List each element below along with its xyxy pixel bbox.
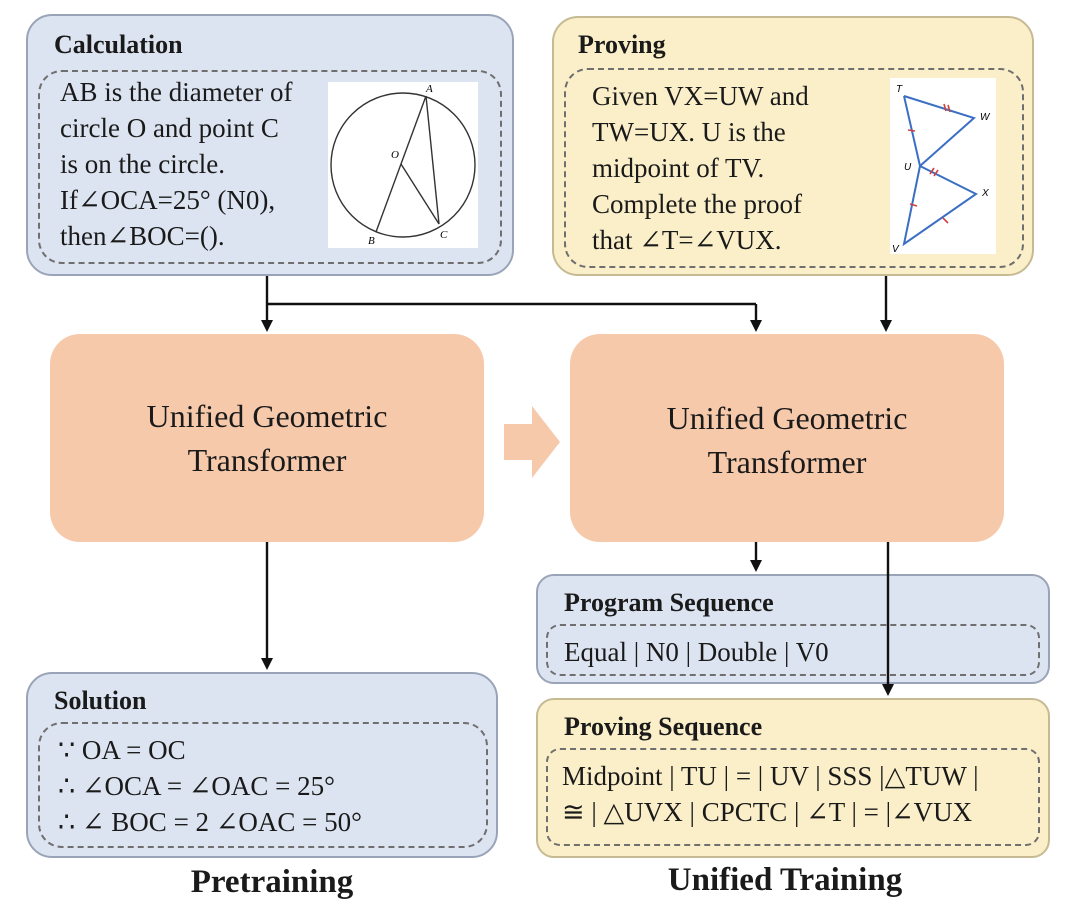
solution-title: Solution [54,686,147,715]
proving-panel: Proving Given VX=UW and TW=UX. U is the … [552,16,1034,276]
triangle-figure: T W U X V [890,78,996,255]
unified-training-caption: Unified Training [667,862,903,898]
proving-sequence-panel: Proving Sequence Midpoint | TU | = | UV … [536,698,1050,858]
arrowhead-proving [880,320,892,332]
arrowhead-calc [261,320,273,332]
proving-line-5: that ∠T=∠VUX. [592,225,782,255]
point-o-label: O [391,149,399,161]
point-b-label: B [368,235,375,247]
solution-dashed-box [38,722,488,848]
proving-line-3: midpoint of TV. [592,153,765,183]
arrowhead-solution [261,658,273,670]
program-sequence-panel: Program Sequence Equal | N0 | Double | V… [536,574,1050,684]
point-v-label: V [892,244,900,254]
unified-model-box: Unified Geometric Transformer [570,334,1004,542]
solution-line-2: ∴ ∠OCA = ∠OAC = 25° [58,771,335,801]
solution-line-3: ∴ ∠ BOC = 2 ∠OAC = 50° [58,807,362,837]
solution-line-1: ∵ OA = OC [58,735,186,765]
program-sequence-dashed-box [546,624,1040,676]
calculation-panel: Calculation AB is the diameter of circle… [26,14,514,276]
proving-line-1: Given VX=UW and [592,81,809,111]
pretraining-caption: Pretraining [190,864,354,900]
point-w-label: W [980,112,991,123]
calculation-line-4: If∠OCA=25° (N0), [60,185,276,215]
proving-title: Proving [578,30,666,59]
calculation-line-2: circle O and point C [60,113,279,143]
arrowhead-program [750,560,762,572]
solution-panel: Solution ∵ OA = OC ∴ ∠OCA = ∠OAC = 25° ∴… [26,672,498,858]
calculation-line-5: then∠BOC=(). [60,221,225,251]
transfer-arrow [504,406,560,478]
proving-sequence-line-1: Midpoint | TU | = | UV | SSS |△TUW | [562,761,979,791]
calculation-line-3: is on the circle. [60,149,225,179]
calculation-dashed-box [38,70,502,264]
proving-sequence-dashed-box [546,748,1040,846]
point-x-label: X [981,188,989,199]
pretraining-model-line-2: Transformer [187,442,347,478]
point-t-label: T [896,84,903,95]
pretraining-model-box: Unified Geometric Transformer [50,334,484,542]
proving-sequence-line-2: ≅ | △UVX | CPCTC | ∠T | = |∠VUX [562,797,973,827]
circle-figure: A O B C [328,82,478,248]
arrowhead-branch [750,320,762,332]
point-u-label: U [904,162,912,173]
unified-model-line-1: Unified Geometric [666,400,908,436]
program-sequence-title: Program Sequence [564,588,774,617]
proving-line-2: TW=UX. U is the [592,117,786,147]
calculation-title: Calculation [54,30,183,59]
program-sequence-text: Equal | N0 | Double | V0 [564,637,829,667]
proving-sequence-title: Proving Sequence [564,712,763,741]
proving-dashed-box [564,68,1024,268]
proving-line-4: Complete the proof [592,189,802,219]
point-c-label: C [440,229,448,241]
pretraining-model-line-1: Unified Geometric [146,398,388,434]
unified-model-line-2: Transformer [707,444,867,480]
calculation-line-1: AB is the diameter of [60,77,293,107]
arrowhead-proving-seq [882,684,894,696]
point-a-label: A [425,83,433,95]
